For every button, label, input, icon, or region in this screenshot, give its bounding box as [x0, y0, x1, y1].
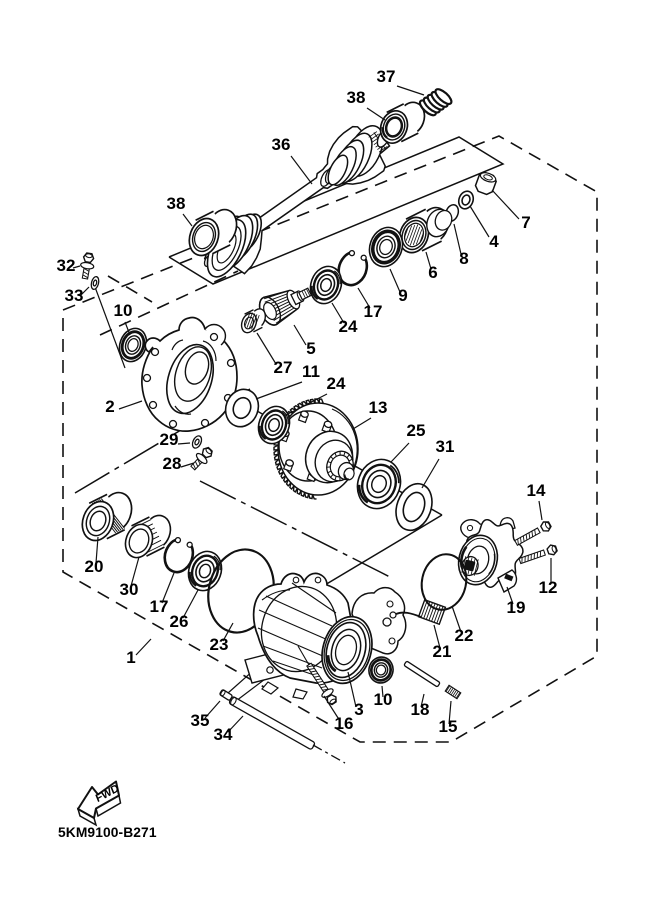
svg-text:8: 8 [459, 249, 468, 268]
svg-text:11: 11 [302, 362, 320, 381]
svg-text:38: 38 [167, 194, 186, 213]
svg-text:23: 23 [210, 635, 229, 654]
svg-text:27: 27 [274, 358, 293, 377]
svg-text:28: 28 [163, 454, 182, 473]
svg-text:20: 20 [85, 557, 104, 576]
svg-text:24: 24 [339, 317, 358, 336]
svg-text:1: 1 [126, 648, 135, 667]
svg-text:12: 12 [539, 578, 558, 597]
svg-text:2: 2 [105, 397, 114, 416]
svg-text:24: 24 [327, 374, 346, 393]
svg-text:14: 14 [527, 481, 546, 500]
svg-text:3: 3 [354, 700, 363, 719]
svg-text:13: 13 [369, 398, 388, 417]
svg-text:34: 34 [214, 725, 233, 744]
svg-text:35: 35 [191, 711, 210, 730]
svg-text:25: 25 [407, 421, 426, 440]
svg-text:7: 7 [521, 213, 530, 232]
svg-text:15: 15 [439, 717, 458, 736]
svg-text:17: 17 [150, 597, 169, 616]
svg-text:9: 9 [398, 286, 407, 305]
svg-text:36: 36 [272, 135, 291, 154]
svg-text:29: 29 [160, 430, 179, 449]
svg-text:10: 10 [114, 301, 133, 320]
svg-text:22: 22 [455, 626, 474, 645]
svg-text:18: 18 [411, 700, 430, 719]
svg-text:4: 4 [489, 232, 499, 251]
svg-text:26: 26 [170, 612, 189, 631]
svg-text:17: 17 [364, 302, 383, 321]
svg-text:10: 10 [374, 690, 393, 709]
svg-text:32: 32 [57, 256, 76, 275]
svg-text:5KM9100-B271: 5KM9100-B271 [58, 825, 157, 840]
svg-text:6: 6 [428, 263, 437, 282]
svg-text:5: 5 [306, 339, 315, 358]
svg-text:21: 21 [433, 642, 452, 661]
svg-text:16: 16 [335, 714, 354, 733]
svg-text:31: 31 [436, 437, 455, 456]
svg-text:37: 37 [377, 67, 396, 86]
svg-text:19: 19 [507, 598, 526, 617]
svg-text:30: 30 [120, 580, 139, 599]
svg-text:33: 33 [65, 286, 84, 305]
svg-text:38: 38 [347, 88, 366, 107]
